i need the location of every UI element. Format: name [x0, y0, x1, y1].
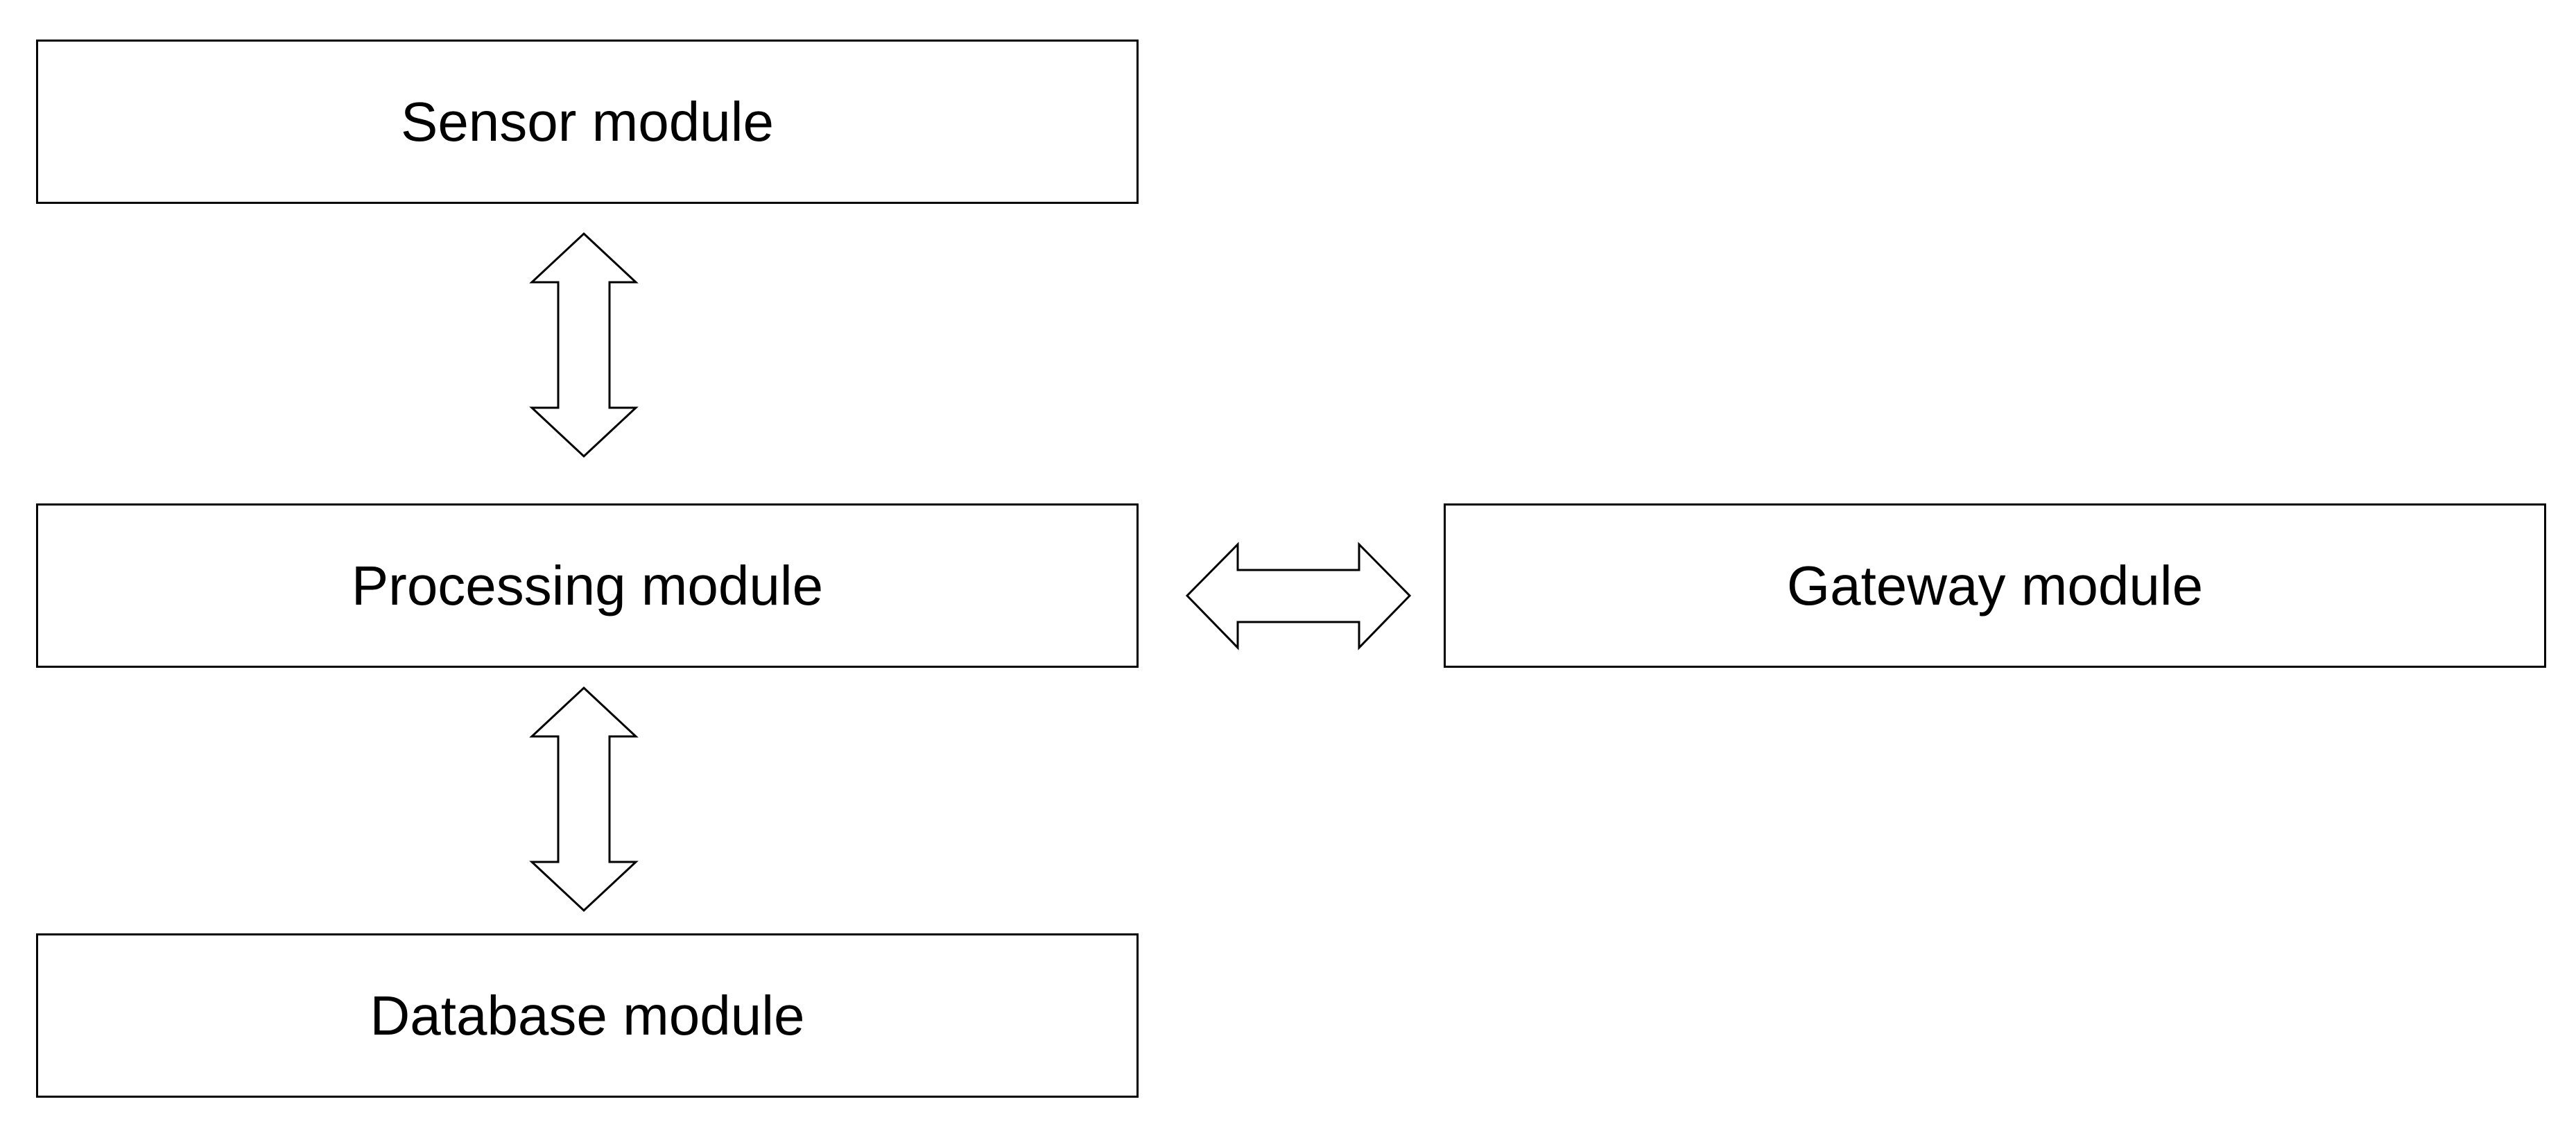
processing-module-label: Processing module — [351, 554, 824, 616]
processing-database-double-arrow — [529, 686, 639, 913]
sensor-module-label: Sensor module — [400, 90, 775, 153]
sensor-module-box: Sensor module — [36, 40, 1139, 204]
database-module-box: Database module — [36, 933, 1139, 1098]
gateway-module-label: Gateway module — [1786, 554, 2204, 616]
processing-module-box: Processing module — [36, 503, 1139, 668]
processing-gateway-double-arrow — [1185, 542, 1412, 650]
gateway-module-box: Gateway module — [1444, 503, 2546, 668]
database-module-label: Database module — [370, 984, 805, 1046]
sensor-processing-double-arrow — [529, 232, 639, 458]
